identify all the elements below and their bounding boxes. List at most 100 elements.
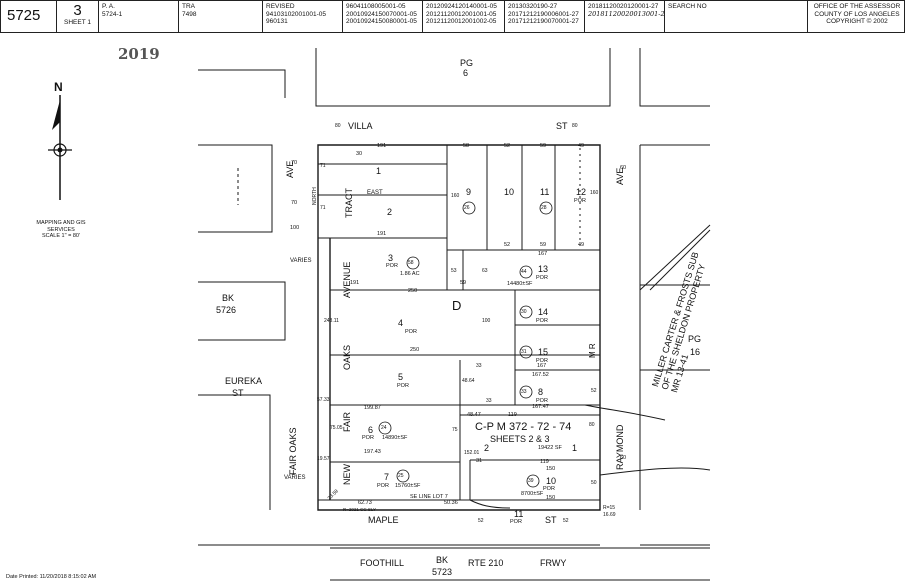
sheet-label: SHEET 1 — [64, 19, 91, 26]
varies-left: VARIES — [290, 258, 312, 264]
parcel-note: POR — [536, 398, 548, 404]
parcel-circle-number: 58 — [408, 260, 414, 266]
dimension: 100 — [482, 318, 491, 324]
parcel-number: 4 — [398, 318, 404, 328]
fair-oaks-vertical: FAIR OAKS — [288, 427, 298, 475]
parcel-number: 2 — [387, 207, 393, 217]
radius-label: R=15 — [603, 505, 616, 511]
revision-col-2: 20120924120140001-05 20121120012001001-0… — [423, 1, 505, 32]
tra-cell: TRA 7498 — [179, 1, 263, 32]
dimension: 75.05 — [330, 425, 343, 431]
dimension: 60 — [620, 165, 627, 171]
parcel-note: POR — [397, 383, 409, 389]
dimension: 191 — [377, 143, 387, 149]
dimension: 167.52 — [532, 372, 549, 378]
bk5723-number: 5723 — [432, 567, 453, 577]
dimension: 49 — [578, 143, 585, 149]
dimension: 60 — [620, 455, 627, 461]
year-stamp: 2019 — [118, 45, 160, 63]
bk5726-label: BK — [222, 293, 235, 303]
main-block-outline — [317, 144, 601, 511]
revision-col-4: 20181120020120001-27 20181120020013001-2… — [585, 1, 665, 32]
parcel-circle-number: 24 — [381, 425, 387, 431]
dimension: 59 — [540, 242, 547, 248]
search-cell: SEARCH NO — [665, 1, 808, 32]
foothill-label: FOOTHILL — [360, 558, 405, 568]
dimension: 150 — [546, 495, 556, 501]
parcel-area: 8700±SF — [521, 491, 544, 497]
parcel-number: 9 — [466, 187, 472, 197]
dimension: 52 — [504, 143, 511, 149]
parcel-number: 8 — [538, 387, 544, 397]
map-book-number: 5725 — [1, 1, 57, 32]
dimension: 160 — [590, 190, 599, 196]
revision-line: 20121120012001001-05 — [426, 10, 497, 18]
oaks-label: OAKS — [342, 344, 352, 370]
dimension: 167 — [538, 251, 548, 257]
legend-block: MAPPING AND GIS SERVICES SCALE 1" = 80' — [18, 220, 104, 240]
block-letter: D — [452, 298, 462, 313]
se-line-label: SE LINE LOT 7 — [410, 494, 448, 500]
parcel-number: 1 — [376, 166, 382, 176]
parcel-number: 7 — [384, 472, 390, 482]
dimension: 16.69 — [603, 512, 616, 518]
dimension: 250 — [408, 288, 418, 294]
revision-line: 20010924150080001-05 — [346, 18, 417, 25]
revision-line: 20130320190-27 — [508, 3, 558, 10]
header-bar: 5725 3 SHEET 1 P. A. 5724-1 TRA 7498 REV… — [0, 0, 905, 33]
parcel-circle-number: 39 — [528, 478, 534, 484]
rte-label: RTE 210 — [468, 558, 504, 568]
maple-number-left: 52 — [478, 518, 484, 524]
pg16-number: 16 — [690, 347, 701, 357]
parcel-number: 12 — [576, 187, 587, 197]
parcel-note: POR — [510, 519, 522, 525]
villa-st-label: ST — [556, 121, 568, 131]
parcel-area: 1.86 AC — [400, 271, 420, 277]
dimension: 33 — [476, 363, 482, 369]
dimension: 250 — [410, 347, 420, 353]
page-number: 3 — [73, 2, 82, 19]
parcel-circle-number: 44 — [521, 269, 527, 275]
parcel-note: POR — [543, 486, 555, 492]
villa-street-label: VILLA — [348, 121, 373, 131]
dimension: 19.57 — [317, 456, 330, 462]
villa-number-right: 80 — [572, 123, 578, 129]
revised-line: 94103102001001-05 — [266, 10, 327, 18]
parcel-number: 11 — [540, 187, 550, 197]
revision-col-3: 20130320190-27 20171212190006001-27 2017… — [505, 1, 585, 32]
dimension: 248.11 — [324, 318, 339, 324]
dimension: 199.87 — [364, 405, 381, 411]
dimension: 59 — [460, 280, 467, 286]
page-cell: 3 SHEET 1 — [57, 1, 99, 32]
parcel-note: POR — [536, 358, 548, 364]
block-boundary — [198, 281, 286, 341]
dimension: 150 — [546, 466, 556, 472]
revised-label: REVISED — [266, 3, 295, 10]
parcel-number: 14 — [538, 307, 549, 317]
date-printed-label: Date Printed: — [6, 574, 39, 580]
dimension: 71 — [320, 163, 326, 169]
varies-bottom: VARIES — [284, 475, 306, 481]
dimension: 167.47 — [532, 404, 549, 410]
revision-line: 20181120020120001-27 — [588, 3, 659, 10]
pg6-label: PG — [460, 58, 474, 68]
revision-line: 96041108005001-05 — [346, 3, 406, 10]
pa-label: P. A. — [102, 3, 115, 10]
parcel-note: POR — [405, 329, 417, 335]
office-cell: OFFICE OF THE ASSESSOR COUNTY OF LOS ANG… — [808, 1, 906, 32]
dimension: 49 — [578, 242, 585, 248]
parcel-area: 14480±SF — [507, 281, 533, 287]
revision-line: 20120924120140001-05 — [426, 3, 497, 10]
dimension: 152.01 — [464, 450, 480, 456]
dimension: 197.43 — [364, 449, 381, 455]
leader-line — [469, 499, 511, 509]
new-label: NEW — [342, 464, 352, 485]
diagonal-line — [649, 229, 711, 291]
cpm-label: C-P M 372 - 72 - 74 — [475, 421, 572, 433]
revised-cell: REVISED 94103102001001-05 960131 — [263, 1, 343, 32]
eureka-label: EUREKA — [225, 376, 263, 386]
parcel-number: 6 — [368, 425, 374, 435]
parcel-note: POR — [536, 275, 548, 281]
parcel-note: POR — [377, 483, 389, 489]
dimension: 71 — [320, 205, 326, 211]
